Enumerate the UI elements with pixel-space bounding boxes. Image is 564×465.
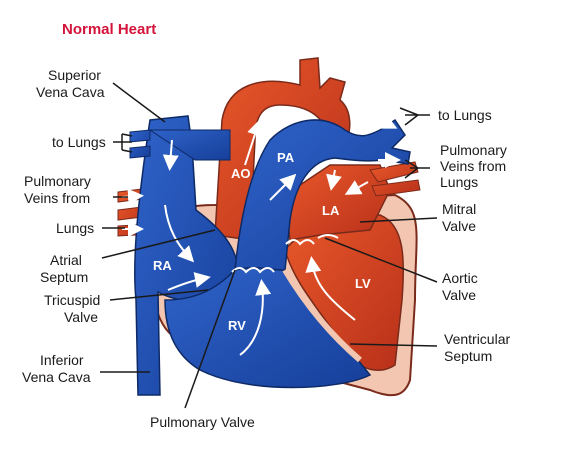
label-pv-right-line1: Pulmonary [440, 142, 507, 158]
label-la: LA [322, 203, 340, 218]
label-ivc-line1: Inferior [40, 352, 84, 368]
label-tricuspid-line1: Tricuspid [44, 292, 100, 308]
aortic-valve-shape [285, 239, 315, 246]
label-atrial-line2: Septum [40, 269, 88, 285]
label-pulmonary-valve: Pulmonary Valve [150, 414, 255, 430]
ventricular-septum [282, 268, 362, 363]
pulmonary-artery [234, 118, 411, 271]
label-to-lungs-left: to Lungs [52, 134, 106, 150]
label-rv: RV [228, 318, 246, 333]
label-mitral-line1: Mitral [442, 201, 476, 217]
label-atrial-line1: Atrial [50, 252, 82, 268]
label-pv-left-line1: Pulmonary [24, 173, 91, 189]
label-mitral-line2: Valve [442, 218, 476, 234]
label-lungs-left: Lungs [56, 220, 94, 236]
label-ivc-line2: Vena Cava [22, 369, 91, 385]
diagram-title: Normal Heart [62, 21, 157, 38]
label-aortic-line2: Valve [442, 287, 476, 303]
label-pv-right-line3: Lungs [440, 174, 478, 190]
mitral-valve-shape [317, 234, 339, 239]
pulmonary-trunk-left [148, 129, 231, 161]
flow-arrows [121, 114, 401, 356]
label-vent-line1: Ventricular [444, 331, 510, 347]
label-tricuspid-line2: Valve [64, 309, 98, 325]
label-svc-line1: Superior [48, 67, 101, 83]
label-pa: PA [277, 150, 295, 165]
label-pv-right-line2: Veins from [440, 158, 506, 174]
label-svc-line2: Vena Cava [36, 84, 105, 100]
label-ra: RA [153, 258, 172, 273]
pulmonary-valve-shape [231, 267, 275, 274]
pulmonary-veins-right [369, 161, 421, 197]
label-to-lungs-right: to Lungs [438, 107, 492, 123]
pulmonary-artery-left-branch [129, 129, 151, 159]
label-vent-line2: Septum [444, 348, 492, 364]
label-lv: LV [355, 276, 371, 291]
leader-lines [100, 82, 438, 409]
label-aortic-line1: Aortic [442, 270, 478, 286]
label-pv-left-line2: Veins from [24, 190, 90, 206]
label-ao: AO [231, 166, 251, 181]
